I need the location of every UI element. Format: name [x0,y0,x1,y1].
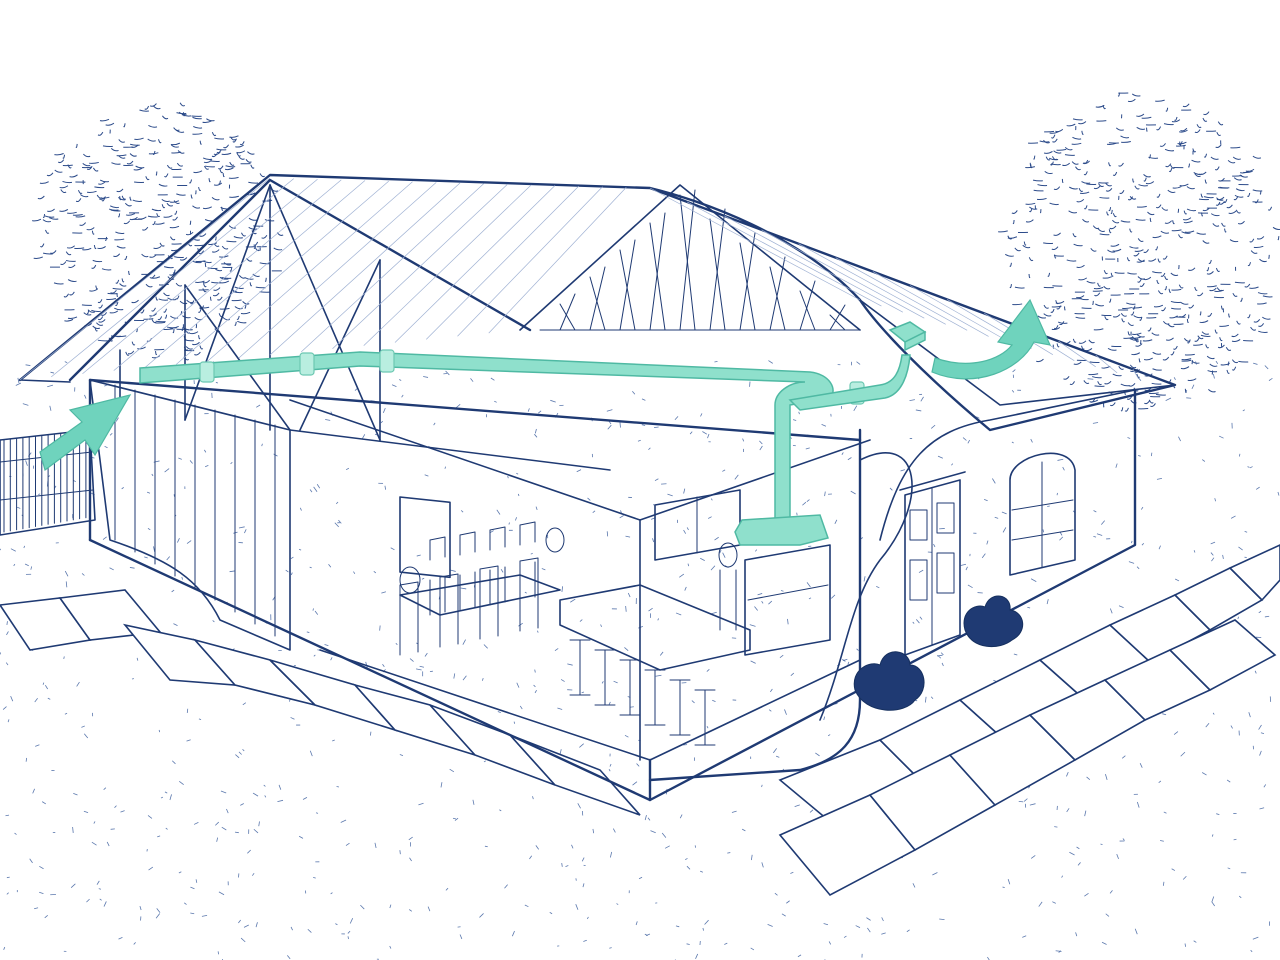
house-cutaway [18,173,1177,802]
air-exhaust-arrow [931,298,1052,380]
front-door [899,471,966,656]
shrub-2 [963,595,1024,648]
walkway [0,544,1280,897]
shrub-1 [853,651,925,711]
tree-right [998,92,1280,412]
air-intake-arrow [39,394,132,472]
tree-left [32,102,284,361]
roof-exhaust-vent [888,321,927,352]
range-hood [734,514,829,546]
roof [18,173,1177,432]
ground [0,360,1280,960]
fence [0,429,96,536]
dining-area [399,521,738,656]
arched-window [1009,452,1076,576]
roof-trusses [68,178,862,471]
ventilation-ductwork [139,321,927,546]
